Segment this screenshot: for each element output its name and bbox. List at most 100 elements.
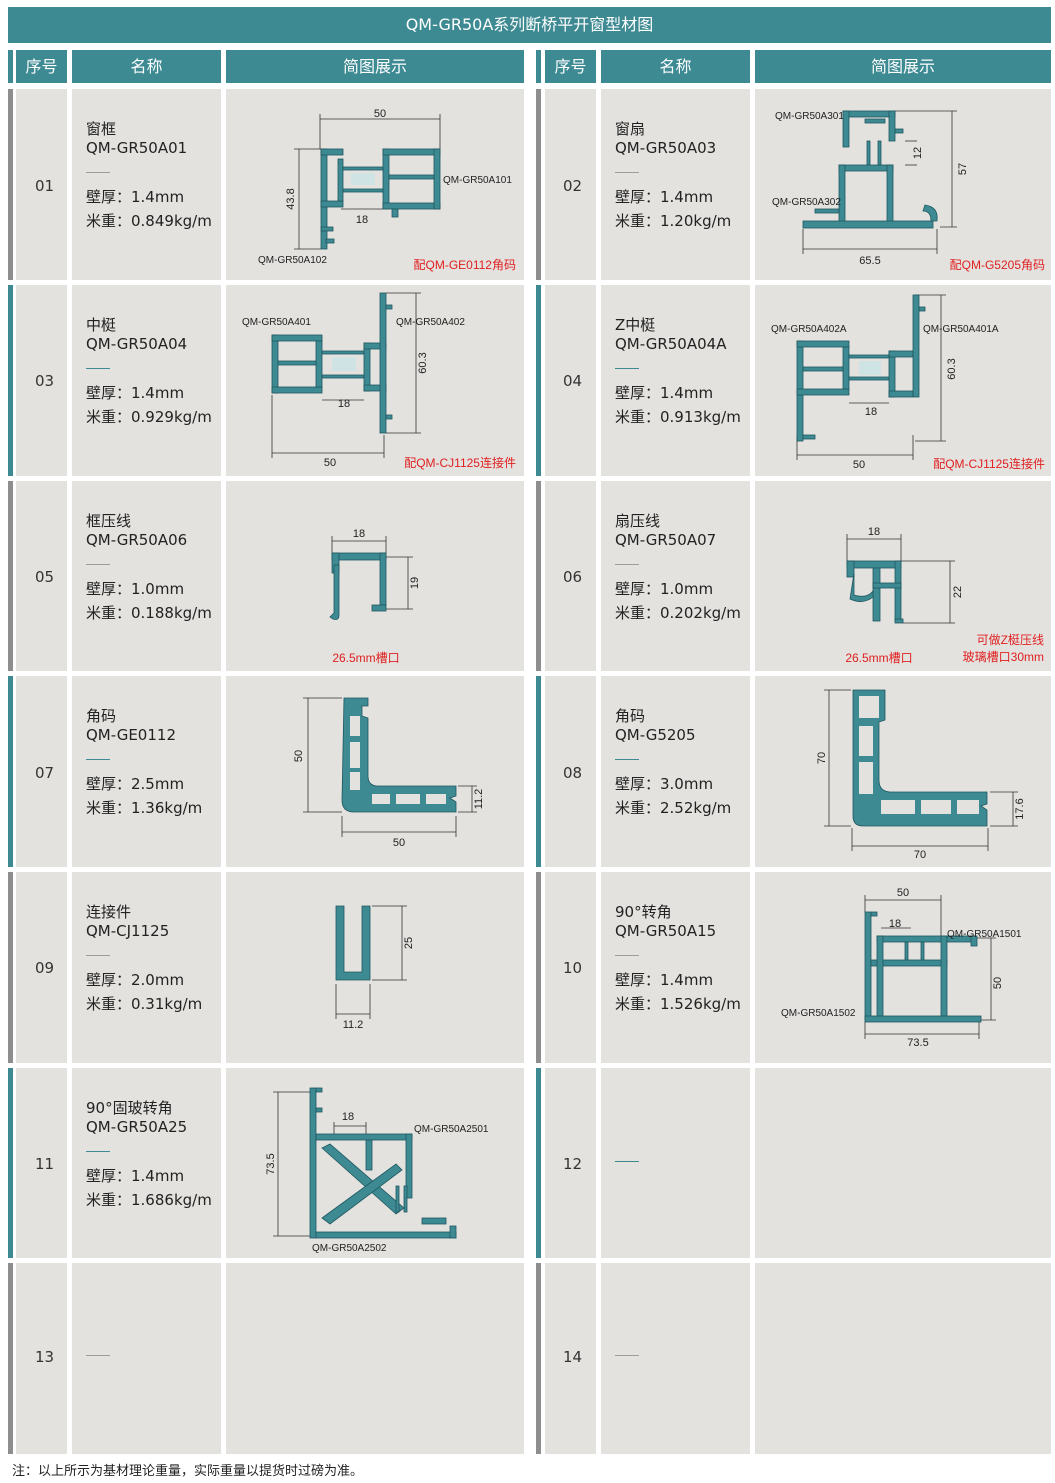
seq-cell <box>545 481 596 671</box>
dim-height: 73.5 <box>265 1153 277 1174</box>
profile-name: 窗框 <box>86 120 117 138</box>
profile-info: 连接件 QM-CJ1125 壁厚：2.0mm 米重：0.31kg/m <box>86 903 202 1014</box>
dim-width: 50 <box>853 459 865 471</box>
dim-inner: 18 <box>865 406 877 418</box>
divider <box>615 172 639 173</box>
name-cell <box>72 89 221 280</box>
seq-cell <box>16 676 67 867</box>
profile-info: 90°固玻转角 QM-GR50A25 壁厚：1.4mm 米重：1.686kg/m <box>86 1099 212 1210</box>
profile-code: QM-CJ1125 <box>86 922 170 940</box>
profile-name: 角码 <box>86 707 117 725</box>
divider <box>86 172 110 173</box>
name-cell <box>72 676 221 867</box>
header-diagram-right: 简图展示 <box>755 50 1051 83</box>
page-title: QM-GR50A系列断桥平开窗型材图 <box>8 7 1051 43</box>
part-code: QM-GR50A402A <box>771 324 847 335</box>
row-accent <box>8 676 13 867</box>
seq-cell <box>16 1068 67 1258</box>
unit-weight: 米重：1.686kg/m <box>86 1191 212 1209</box>
divider <box>615 955 639 956</box>
part-code: QM-GR50A402 <box>396 317 465 328</box>
wall-thickness: 壁厚：3.0mm <box>615 775 714 793</box>
profile-diagram-02: QM-GR50A301 QM-GR50A302 12 57 65.5 配QM-G… <box>772 110 1045 272</box>
seq-number: 07 <box>35 764 55 782</box>
dim-top: 50 <box>897 887 909 899</box>
wall-thickness: 壁厚：1.4mm <box>86 188 185 206</box>
profile-info: Z中梃 QM-GR50A04A 壁厚：1.4mm 米重：0.913kg/m <box>615 316 741 427</box>
wall-thickness: 壁厚：1.4mm <box>615 971 714 989</box>
profile-code: QM-GR50A25 <box>86 1118 188 1136</box>
unit-weight: 米重：1.36kg/m <box>86 799 203 817</box>
part-code: QM-GR50A401A <box>923 324 999 335</box>
seq-cell <box>16 89 67 280</box>
wall-thickness: 壁厚：1.0mm <box>86 580 185 598</box>
profile-code: QM-GR50A01 <box>86 139 188 157</box>
dim-width: 11.2 <box>343 1019 364 1031</box>
unit-weight: 米重：0.188kg/m <box>86 604 212 622</box>
seq-cell <box>16 1263 67 1454</box>
footnote: 注：以上所示为基材理论重量，实际重量以提货时过磅为准。 <box>12 1464 364 1479</box>
profile-code: QM-GR50A07 <box>615 531 717 549</box>
profile-name: 框压线 <box>86 512 132 530</box>
part-code: QM-GR50A2501 <box>414 1124 489 1135</box>
dim-width: 73.5 <box>907 1037 928 1049</box>
part-code: QM-GR50A102 <box>258 255 327 266</box>
wall-thickness: 壁厚：1.0mm <box>615 580 714 598</box>
dim-height: 60.3 <box>946 358 958 379</box>
part-code: QM-GR50A401 <box>242 317 311 328</box>
profile-code: QM-GR50A06 <box>86 531 188 549</box>
dim-height: 50 <box>293 750 305 762</box>
dim-inner: 18 <box>338 398 350 410</box>
seq-cell <box>16 872 67 1063</box>
divider <box>86 564 110 565</box>
wall-thickness: 壁厚：2.5mm <box>86 775 185 793</box>
wall-thickness: 壁厚：1.4mm <box>615 188 714 206</box>
profile-info: 角码 QM-GE0112 壁厚：2.5mm 米重：1.36kg/m <box>86 707 202 818</box>
dim-width: 50 <box>374 108 386 120</box>
name-cell <box>601 1263 750 1454</box>
accessory-note: 配QM-GE0112角码 <box>414 258 516 272</box>
unit-weight: 米重：0.929kg/m <box>86 408 212 426</box>
name-cell <box>72 1068 221 1258</box>
header-diagram-left: 简图展示 <box>226 50 524 83</box>
dim-thickness: 17.6 <box>1014 798 1026 819</box>
row-accent <box>536 285 541 476</box>
part-code: QM-GR50A302 <box>772 197 841 208</box>
row-accent <box>536 1068 541 1258</box>
accessory-note: 配QM-CJ1125连接件 <box>933 456 1045 471</box>
diagram-cell <box>226 676 524 867</box>
profile-info: 框压线 QM-GR50A06 壁厚：1.0mm 米重：0.188kg/m <box>86 512 212 623</box>
unit-weight: 米重：0.913kg/m <box>615 408 741 426</box>
dim-height: 22 <box>952 586 964 598</box>
seq-number: 08 <box>563 764 583 782</box>
part-code: QM-GR50A1501 <box>947 929 1022 940</box>
wall-thickness: 壁厚：1.4mm <box>86 1167 185 1185</box>
profile-diagram-09: 25 11.2 <box>335 905 415 1031</box>
dim-width: 70 <box>914 849 926 861</box>
profile-diagram-11: 73.5 18 QM-GR50A2501 QM-GR50A2502 <box>265 1087 489 1254</box>
profile-code: QM-GR50A15 <box>615 922 717 940</box>
row-accent <box>8 1263 13 1454</box>
dim-height: 25 <box>403 937 415 949</box>
name-cell <box>601 285 750 476</box>
row-accent <box>536 872 541 1063</box>
profile-name: 扇压线 <box>615 512 661 530</box>
unit-weight: 米重：0.202kg/m <box>615 604 741 622</box>
header-seq-left: 序号 <box>16 50 67 83</box>
seq-cell <box>545 1068 596 1258</box>
seq-number: 10 <box>563 959 583 977</box>
profile-info: 扇压线 QM-GR50A07 壁厚：1.0mm 米重：0.202kg/m <box>615 512 741 623</box>
seq-cell <box>545 89 596 280</box>
name-cell <box>72 1263 221 1454</box>
seq-cell <box>545 872 596 1063</box>
seq-number: 12 <box>563 1155 583 1173</box>
profile-code: QM-GR50A03 <box>615 139 717 157</box>
dim-width: 65.5 <box>859 255 880 267</box>
dim-inner: 18 <box>356 214 368 226</box>
profile-name: Z中梃 <box>615 316 656 334</box>
diagram-cell <box>226 481 524 671</box>
profile-name: 连接件 <box>86 903 132 921</box>
accessory-note: 配QM-CJ1125连接件 <box>404 455 516 470</box>
name-cell <box>601 872 750 1063</box>
row-accent <box>536 676 541 867</box>
